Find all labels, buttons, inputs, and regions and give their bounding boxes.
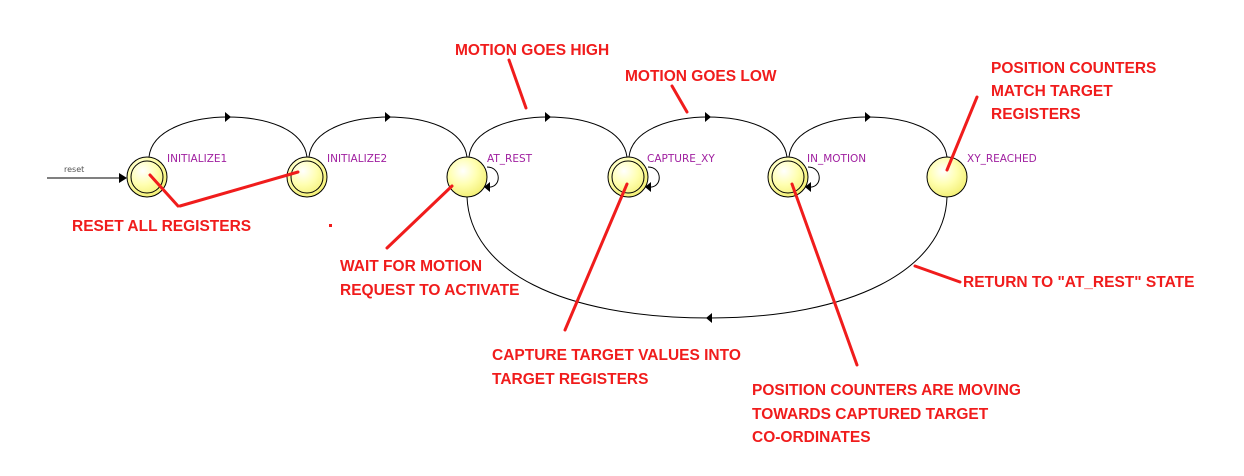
transition-atrest-capture (468, 116, 628, 158)
svg-text:TARGET REGISTERS: TARGET REGISTERS (492, 371, 648, 388)
arrow-head-icon (705, 112, 711, 122)
state-label: XY_REACHED (967, 153, 1037, 165)
note-return: RETURN TO "AT_REST" STATE (963, 274, 1194, 291)
arrow-head-icon (865, 112, 871, 122)
state-at-rest[interactable]: AT_REST (446, 153, 533, 198)
arrow-head-icon (225, 112, 231, 122)
note-reset: RESET ALL REGISTERS (72, 218, 251, 235)
note-capture: CAPTURE TARGET VALUES INTO TARGET REGIST… (492, 347, 741, 388)
transition-capture-inmotion (628, 116, 788, 158)
state-initialize2[interactable]: INITIALIZE2 (286, 153, 387, 198)
state-initialize1[interactable]: INITIALIZE1 (126, 153, 227, 198)
transition-xyreached-atrest (466, 196, 948, 319)
svg-text:POSITION COUNTERS: POSITION COUNTERS (991, 60, 1156, 77)
state-label: INITIALIZE1 (167, 153, 227, 165)
transition-inmotion-xyreached (788, 116, 948, 158)
arrow-head-icon (805, 182, 811, 192)
svg-text:REQUEST TO ACTIVATE: REQUEST TO ACTIVATE (340, 282, 519, 299)
note-motion-low: MOTION GOES LOW (625, 68, 777, 85)
svg-text:WAIT FOR MOTION: WAIT FOR MOTION (340, 258, 482, 275)
annotation-pointers (148, 58, 979, 367)
state-capture-xy[interactable]: CAPTURE_XY (607, 153, 715, 198)
note-match: POSITION COUNTERS MATCH TARGET REGISTERS (991, 60, 1156, 123)
state-label: INITIALIZE2 (327, 153, 387, 165)
svg-text:CAPTURE TARGET VALUES INTO: CAPTURE TARGET VALUES INTO (492, 347, 741, 364)
arrow-head-icon (545, 112, 551, 122)
state-in-motion[interactable]: IN_MOTION (767, 153, 866, 198)
arrow-head-icon (385, 112, 391, 122)
transition-init2-atrest (308, 116, 468, 158)
svg-text:TOWARDS CAPTURED TARGET: TOWARDS CAPTURED TARGET (752, 406, 989, 423)
svg-text:CO-ORDINATES: CO-ORDINATES (752, 429, 871, 446)
forward-transitions (148, 112, 948, 158)
arrow-head-icon (119, 173, 127, 183)
state-label: CAPTURE_XY (647, 153, 715, 165)
transition-init1-init2 (148, 116, 308, 158)
arrow-head-icon (645, 182, 651, 192)
arrow-head-icon (484, 182, 490, 192)
note-motion-high: MOTION GOES HIGH (455, 42, 609, 59)
state-label: IN_MOTION (807, 153, 866, 165)
arrow-head-icon (706, 313, 712, 323)
state-label: AT_REST (487, 153, 533, 165)
note-moving: POSITION COUNTERS ARE MOVING TOWARDS CAP… (752, 382, 1021, 446)
svg-text:REGISTERS: REGISTERS (991, 106, 1081, 123)
state-xy-reached[interactable]: XY_REACHED (926, 153, 1037, 198)
reset-label: reset (64, 165, 84, 174)
self-loops (484, 166, 820, 192)
svg-text:POSITION COUNTERS ARE MOVING: POSITION COUNTERS ARE MOVING (752, 382, 1021, 399)
svg-text:MATCH TARGET: MATCH TARGET (991, 83, 1113, 100)
note-wait: WAIT FOR MOTION REQUEST TO ACTIVATE (340, 258, 519, 299)
